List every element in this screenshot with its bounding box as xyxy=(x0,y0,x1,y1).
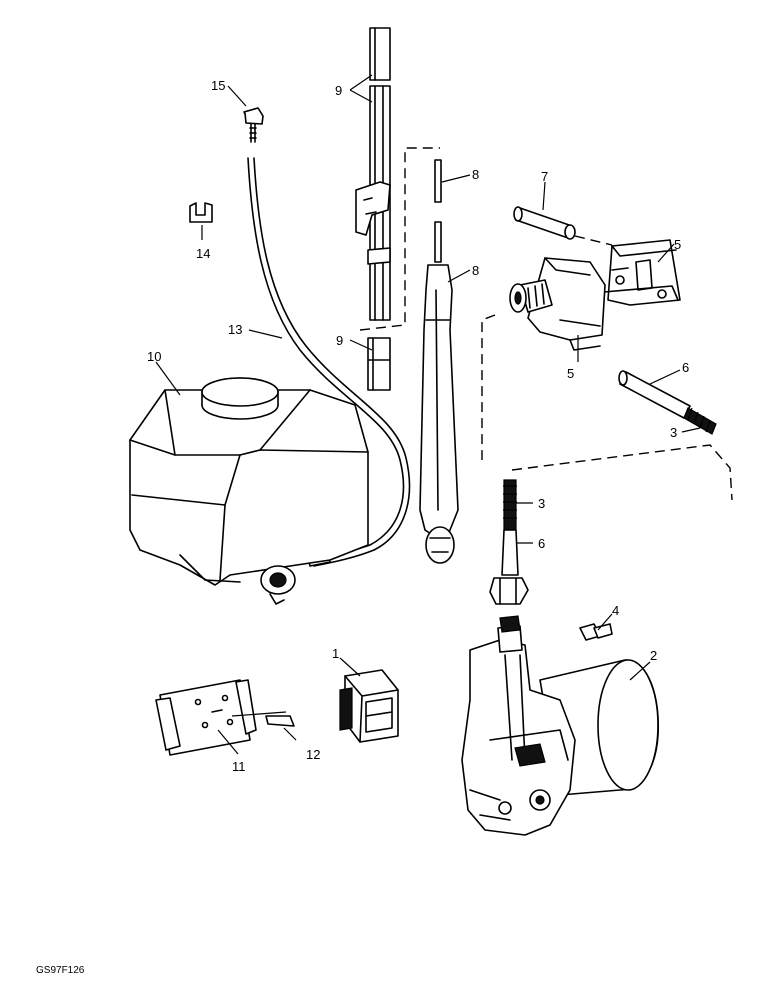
washer-nozzle xyxy=(243,107,264,143)
wiper-blade xyxy=(355,27,391,391)
callout-15: 15 xyxy=(211,78,225,93)
callout-13: 13 xyxy=(228,322,242,337)
callout-12: 12 xyxy=(306,747,320,762)
callout-8-upper: 8 xyxy=(472,167,479,182)
callout-14: 14 xyxy=(196,246,210,261)
thread-upper xyxy=(683,407,717,435)
mounting-bolt xyxy=(579,623,613,641)
assembly-outline-spindle-link xyxy=(511,444,733,501)
callout-1: 1 xyxy=(332,646,339,661)
callout-9-upper: 9 xyxy=(335,83,342,98)
assembly-outline-housing xyxy=(481,314,496,460)
drive-spindle-lower xyxy=(489,479,529,605)
spindle-housing xyxy=(509,257,606,351)
callout-9-lower: 9 xyxy=(336,333,343,348)
hose-clip xyxy=(189,202,213,223)
callout-11: 11 xyxy=(232,759,246,774)
callout-4: 4 xyxy=(612,603,619,618)
pivot-pin xyxy=(513,206,576,240)
callout-10: 10 xyxy=(147,349,161,364)
callout-3-upper: 3 xyxy=(670,425,677,440)
wiper-arm xyxy=(419,159,459,564)
callout-7: 7 xyxy=(541,169,548,184)
drive-spindle-upper xyxy=(618,370,691,419)
callout-3-lower: 3 xyxy=(538,496,545,511)
callout-8-lower: 8 xyxy=(472,263,479,278)
switch-panel xyxy=(155,679,257,756)
leader-lines xyxy=(155,74,701,755)
callout-6-upper: 6 xyxy=(682,360,689,375)
washer-reservoir xyxy=(129,377,369,605)
assembly-outline-blade xyxy=(359,147,440,331)
assembly-outline-spindle xyxy=(574,235,613,246)
callout-5-upper: 5 xyxy=(674,237,681,252)
wiper-motor xyxy=(461,615,660,836)
callout-5-lower: 5 xyxy=(567,366,574,381)
figure-code: GS97F126 xyxy=(36,965,85,976)
callout-2: 2 xyxy=(650,648,657,663)
mounting-bracket xyxy=(603,239,681,306)
panel-screw xyxy=(265,715,295,727)
callout-6-lower: 6 xyxy=(538,536,545,551)
wiper-switch xyxy=(339,669,399,743)
